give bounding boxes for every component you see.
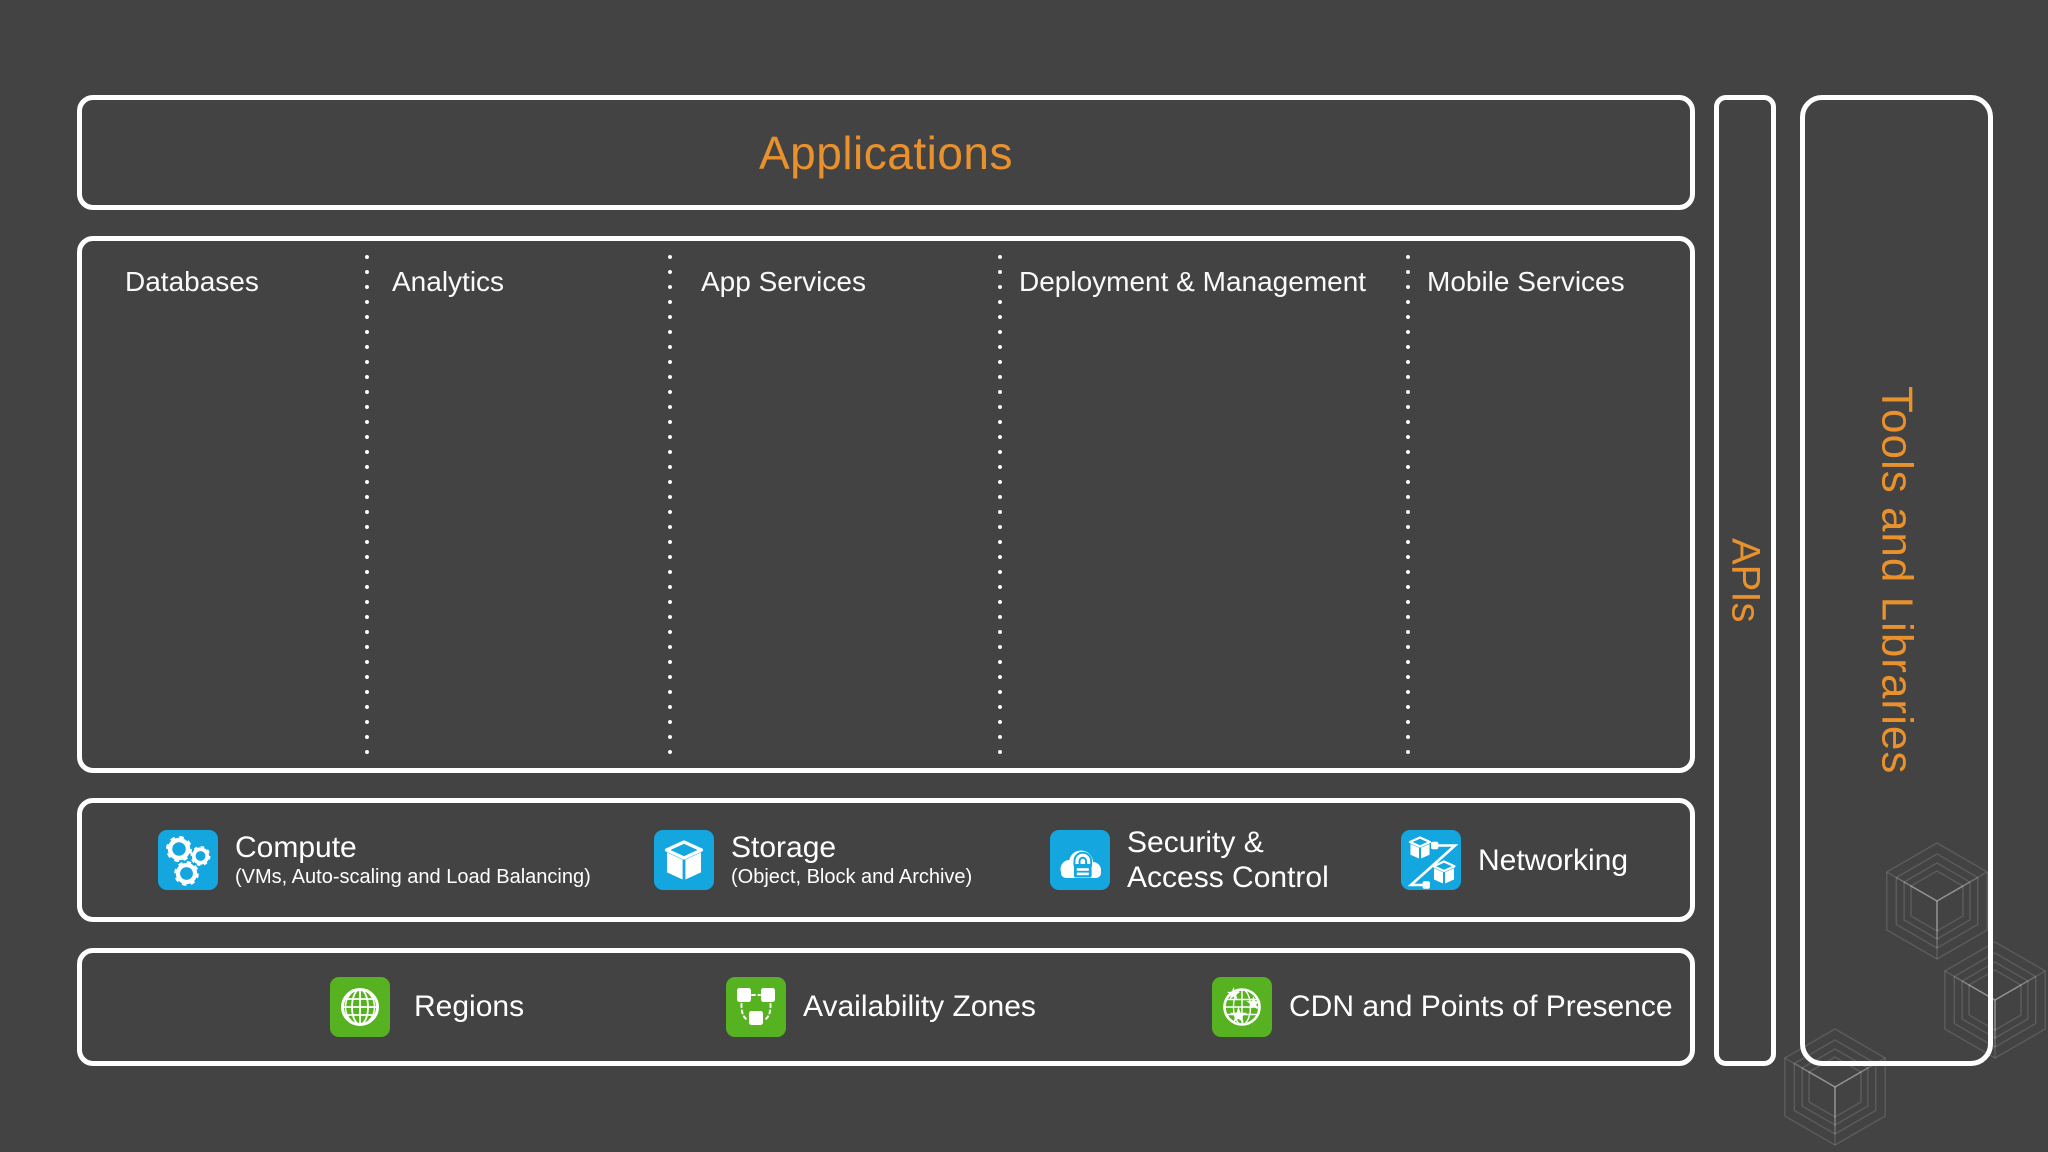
dotted-divider	[1406, 255, 1410, 760]
apis-label: APIs	[1723, 538, 1768, 623]
globe-stars-icon	[1212, 977, 1272, 1037]
column-header-deployment-management: Deployment & Management	[1019, 266, 1367, 297]
network-cubes-icon	[1401, 830, 1461, 890]
infrastructure-box: Regions Availability Zones	[77, 948, 1695, 1066]
networking-item: Networking	[1401, 803, 1628, 917]
column-header-app-services: App Services	[701, 266, 866, 297]
security-item: Security & Access Control	[1050, 803, 1329, 917]
cdn-label: CDN and Points of Presence	[1289, 990, 1673, 1023]
applications-title: Applications	[758, 126, 1014, 179]
networking-title: Networking	[1478, 843, 1629, 877]
security-title-line1: Security &	[1127, 826, 1264, 859]
compute-title: Compute	[235, 831, 357, 864]
regions-label: Regions	[414, 990, 525, 1023]
dotted-divider	[998, 255, 1002, 760]
compute-subtitle: (VMs, Auto-scaling and Load Balancing)	[235, 866, 591, 888]
compute-item: Compute (VMs, Auto-scaling and Load Bala…	[158, 803, 591, 917]
globe-icon	[330, 977, 390, 1037]
cdn-item: CDN and Points of Presence	[1212, 953, 1673, 1061]
service-categories-box: Databases Analytics App Services Deploym…	[77, 236, 1695, 773]
zones-icon	[726, 977, 786, 1037]
tools-and-libraries-bar: Tools and Libraries	[1800, 95, 1993, 1066]
security-title-line2: Access Control	[1127, 861, 1329, 894]
storage-item: Storage (Object, Block and Archive)	[654, 803, 972, 917]
applications-box: Applications	[77, 95, 1695, 210]
dotted-divider	[668, 255, 672, 760]
availability-zones-item: Availability Zones	[726, 953, 1036, 1061]
gears-icon	[158, 830, 218, 890]
storage-box-icon	[654, 830, 714, 890]
dotted-divider	[365, 255, 369, 760]
tools-and-libraries-label: Tools and Libraries	[1872, 386, 1922, 775]
availability-zones-label: Availability Zones	[803, 990, 1036, 1023]
platform-services-box: Compute (VMs, Auto-scaling and Load Bala…	[77, 798, 1695, 922]
cloud-lock-icon	[1050, 830, 1110, 890]
column-header-mobile-services: Mobile Services	[1427, 266, 1625, 297]
apis-bar: APIs	[1714, 95, 1776, 1066]
storage-title: Storage	[731, 831, 837, 864]
column-header-analytics: Analytics	[392, 266, 505, 297]
regions-item: Regions	[330, 953, 524, 1061]
storage-subtitle: (Object, Block and Archive)	[731, 866, 973, 888]
column-header-databases: Databases	[125, 266, 259, 297]
